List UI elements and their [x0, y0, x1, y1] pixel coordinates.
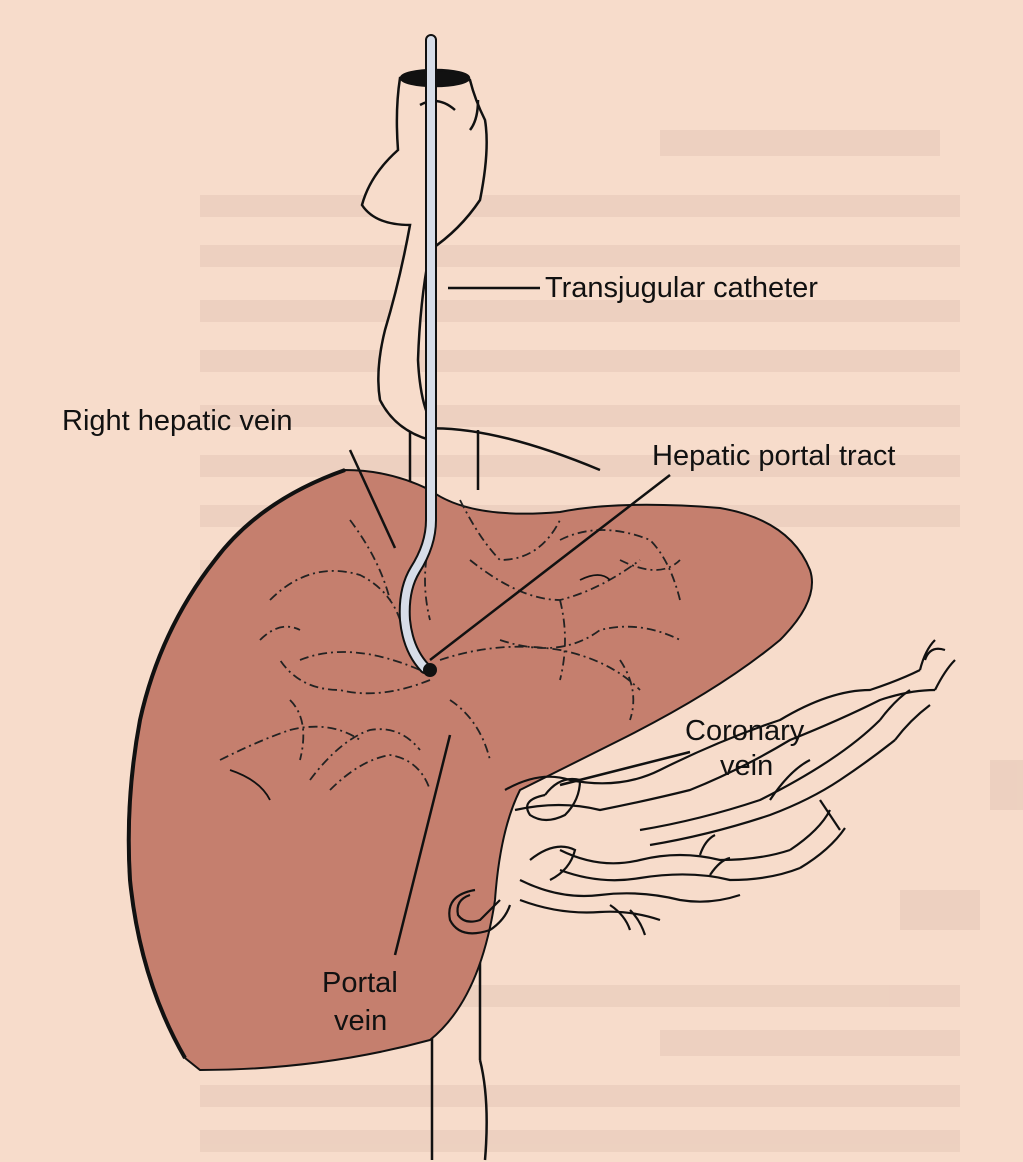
label-coronary-vein-line1: Coronary [685, 715, 805, 747]
heart-outline [362, 70, 487, 440]
label-hepatic-portal-tract: Hepatic portal tract [652, 440, 895, 472]
label-coronary-vein-line2: vein [720, 750, 773, 782]
label-right-hepatic-vein: Right hepatic vein [62, 405, 293, 437]
label-portal-vein-line1: Portal [322, 967, 398, 999]
label-transjugular-catheter: Transjugular catheter [545, 272, 818, 304]
label-portal-vein-line2: vein [334, 1005, 387, 1037]
